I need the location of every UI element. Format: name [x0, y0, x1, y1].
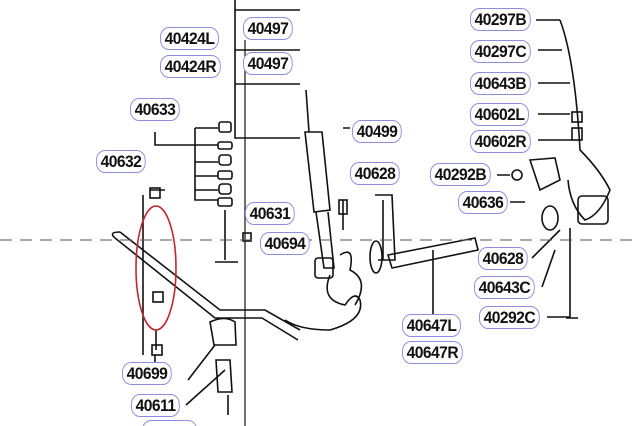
part-label-40647L[interactable]: 40647L: [402, 314, 461, 337]
part-label-40297C[interactable]: 40297C: [470, 40, 531, 63]
highlight-ellipse: [135, 205, 177, 331]
part-label-40497[interactable]: 40497: [243, 17, 293, 40]
part-label-40636[interactable]: 40636: [458, 191, 508, 214]
part-label-40602L[interactable]: 40602L: [470, 103, 529, 126]
part-label-40647R[interactable]: 40647R: [402, 341, 463, 364]
shock-absorber: [304, 89, 331, 213]
part-label-cut-off[interactable]: [142, 420, 198, 426]
part-label-40611[interactable]: 40611: [131, 394, 181, 417]
part-label-40499[interactable]: 40499: [352, 120, 402, 143]
part-label-40292B[interactable]: 40292B: [430, 163, 491, 186]
part-label-40497[interactable]: 40497: [243, 52, 293, 75]
part-label-40292C[interactable]: 40292C: [479, 306, 540, 329]
part-label-40643B[interactable]: 40643B: [470, 72, 531, 95]
part-label-40643C[interactable]: 40643C: [474, 276, 535, 299]
part-label-40632[interactable]: 40632: [96, 150, 146, 173]
part-label-40633[interactable]: 40633: [130, 98, 180, 121]
bushing-stack: [217, 121, 233, 207]
part-label-40424L[interactable]: 40424L: [160, 27, 219, 50]
tie-rod: [386, 237, 479, 269]
part-label-40424R[interactable]: 40424R: [160, 55, 221, 78]
part-label-40297B[interactable]: 40297B: [470, 8, 531, 31]
part-label-40631[interactable]: 40631: [245, 202, 295, 225]
part-label-40699[interactable]: 40699: [122, 362, 172, 385]
part-label-40628[interactable]: 40628: [478, 247, 528, 270]
part-label-40602R[interactable]: 40602R: [470, 130, 531, 153]
part-label-40628[interactable]: 40628: [350, 162, 400, 185]
stabilizer-bar: [114, 231, 301, 341]
part-label-40694[interactable]: 40694: [260, 232, 310, 255]
